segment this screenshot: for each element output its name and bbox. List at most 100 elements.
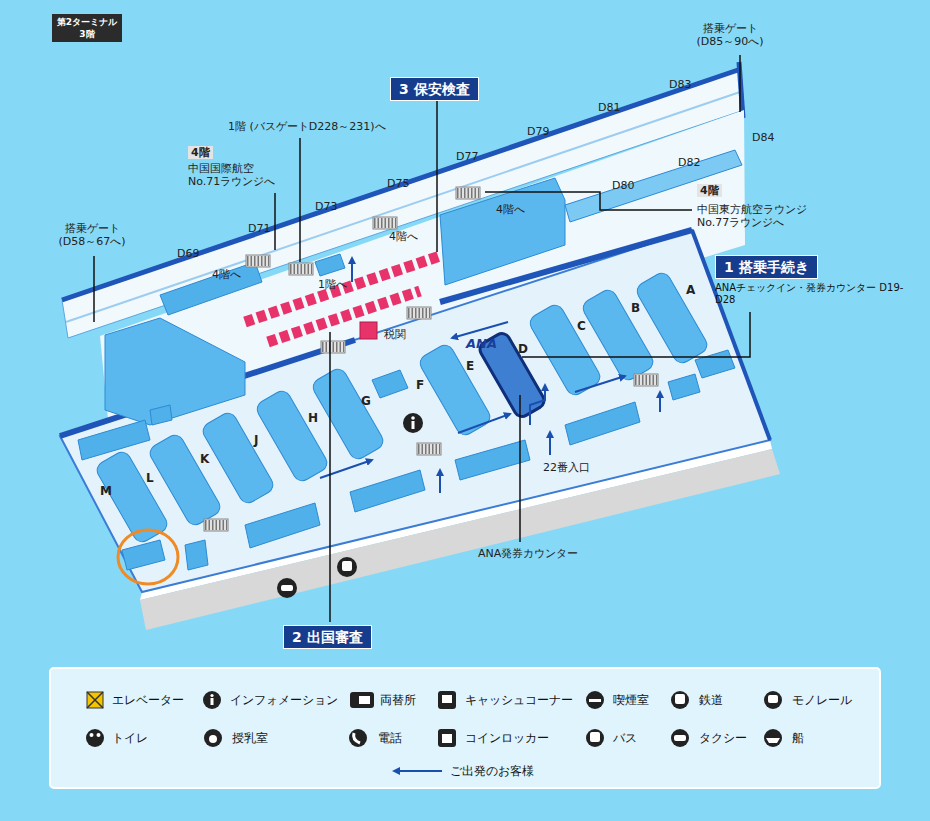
escalator: [204, 519, 228, 531]
exchange-icon-note: [359, 696, 370, 704]
escalator: [373, 217, 397, 229]
counter-letter: K: [200, 453, 209, 466]
flow-arrow: [351, 258, 353, 282]
entrance-block: [455, 440, 530, 480]
small-block: [695, 350, 735, 378]
rail-icon-car: [675, 694, 685, 704]
floor-direction: 4階へ: [496, 203, 525, 216]
checkin-hall: [60, 230, 770, 592]
floor-direction: 1階へ: [318, 278, 347, 291]
counter-letter: E: [466, 360, 474, 373]
gate-number: D83: [669, 78, 691, 91]
legend-text: 鉄道: [699, 693, 723, 707]
entrance-block: [350, 470, 425, 512]
gate-number: D79: [527, 125, 549, 138]
toilet-icon: [86, 729, 104, 747]
escalator: [289, 263, 313, 275]
flow-arrow: [439, 470, 441, 493]
gate-number: D82: [678, 156, 700, 169]
legend-text: バス: [613, 731, 637, 745]
taxi-icon-car: [281, 585, 293, 591]
toilet-icon-figure: [90, 733, 94, 737]
flow-arrow: [549, 432, 551, 455]
info-icon-dot: [411, 416, 415, 420]
customs-label: 税関: [384, 328, 406, 341]
toilet-icon-figure: [97, 733, 101, 737]
counter-letter: J: [254, 434, 258, 447]
entrance-block: [78, 420, 150, 460]
gate-number: D81: [598, 101, 620, 114]
counter-label: ANA発券カウンター: [478, 547, 578, 560]
escalator: [456, 187, 480, 199]
airline-logo: ANA: [466, 337, 497, 350]
lounge-direction: 中国東方航空ラウンジ No.77ラウンジへ: [697, 203, 827, 229]
floor-direction: 4階へ: [389, 230, 418, 243]
legend-text: エレベーター: [112, 693, 184, 707]
legend-item: キャッシュコーナー: [465, 692, 573, 708]
counter-letter: L: [146, 472, 154, 485]
legend-item: モノレール: [792, 692, 852, 708]
highlight-circle: [118, 530, 178, 584]
legend-text: 両替所: [380, 693, 416, 707]
legend-text: キャッシュコーナー: [465, 693, 573, 707]
legend-text: 喫煙室: [613, 693, 649, 707]
phone-icon: [349, 729, 367, 747]
info-icon: [403, 413, 423, 433]
entrance-block: [668, 374, 700, 400]
smoking-icon-bar: [589, 699, 601, 702]
legend-item: インフォメーション: [230, 692, 338, 708]
small-block: [185, 540, 208, 570]
gate-number: D71: [248, 222, 270, 235]
floor-tag: 4階: [697, 184, 722, 197]
counter-letter: B: [631, 302, 640, 315]
bus-icon: [337, 557, 357, 577]
flow-arrow: [452, 322, 508, 338]
leader-line: [299, 138, 301, 262]
gate-number: D73: [315, 200, 337, 213]
legend-item: 授乳室: [232, 730, 268, 746]
leader-line: [93, 256, 95, 322]
legend-item: 両替所: [380, 692, 416, 708]
legend-panel: [50, 668, 880, 788]
counter-letter: M: [100, 485, 112, 498]
gate-direction: 搭乗ゲート (D58～67へ): [52, 222, 132, 248]
callout-title: 1 搭乗手続き: [715, 255, 818, 279]
floor-tag: 4階: [188, 146, 213, 159]
taxi-icon: [671, 729, 689, 747]
floor-direction: 4階へ: [212, 268, 241, 281]
gate-number: D77: [456, 150, 478, 163]
taxi-icon-car: [674, 735, 686, 741]
legend-item: コインロッカー: [465, 730, 549, 746]
callout-node: 3 保安検査: [390, 77, 479, 101]
counter-letter: G: [361, 395, 371, 408]
legend-item: タクシー: [699, 730, 747, 746]
security-lane: [268, 291, 420, 342]
leader-line: [739, 55, 741, 112]
callout-node: 2 出国審査: [283, 625, 372, 649]
counter-letter: C: [577, 320, 586, 333]
atm-icon-screen: [442, 695, 452, 703]
callout-note: ANAチェックイン・発券カウンター D19-D28: [715, 282, 915, 306]
legend-item: 電話: [378, 730, 402, 746]
entrance-block: [565, 402, 640, 445]
gate-number: D69: [177, 247, 199, 260]
elevator-icon-x: [87, 692, 103, 708]
legend-item: トイレ: [112, 730, 148, 746]
rail-icon: [671, 691, 689, 709]
flow-arrow: [530, 385, 545, 425]
facility-block: [440, 178, 565, 285]
flow-arrow: [659, 392, 661, 412]
highlighted-block: [122, 540, 165, 570]
callout-node: 1 搭乗手続き ANAチェックイン・発券カウンター D19-D28: [715, 255, 915, 306]
legend-text: モノレール: [792, 693, 852, 707]
escalator: [634, 374, 658, 386]
smoking-icon: [586, 691, 604, 709]
legend-text: 授乳室: [232, 731, 268, 745]
flow-arrow: [458, 414, 510, 433]
atm-icon: [438, 691, 456, 709]
nursing-icon: [204, 729, 222, 747]
leader-line: [436, 99, 438, 252]
ship-icon: [764, 729, 782, 747]
legend-text: タクシー: [699, 731, 747, 745]
